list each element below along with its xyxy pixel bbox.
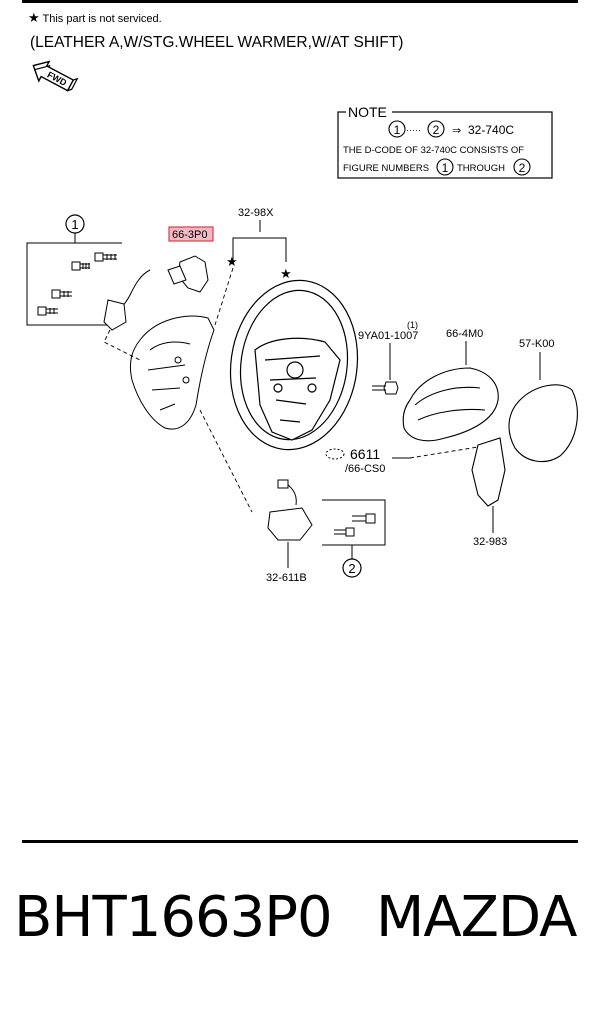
not-serviced-text: This part is not serviced. — [42, 13, 162, 25]
note-target-code: 32-740C — [468, 123, 514, 137]
label-9ya01: (1) 9YA01-1007 — [358, 320, 418, 380]
fwd-arrow-icon: FWD — [32, 60, 79, 92]
note-n1: 1 — [394, 123, 401, 137]
label-6611: 6611 /66-CS0 — [325, 446, 410, 475]
label-32-983: 32-983 — [473, 506, 507, 548]
lower-cover — [471, 437, 506, 507]
airbag-module — [402, 367, 499, 442]
note-line3-circle-2 — [513, 158, 531, 176]
clock-spring — [267, 479, 313, 541]
brand-name: MAZDA — [376, 885, 577, 950]
note-circle-1 — [388, 120, 406, 138]
label-57-k00: 57-K00 — [519, 338, 554, 380]
label-9ya01-text: 9YA01-1007 — [358, 330, 418, 342]
top-rule — [22, 0, 578, 3]
not-serviced-legend: ★ This part is not serviced. — [28, 10, 162, 26]
label-32-983-text: 32-983 — [473, 536, 507, 548]
label-66-3p0-text: 66-3P0 — [172, 229, 207, 241]
dashed-leader-spring — [199, 409, 253, 513]
label-66-4m0-text: 66-4M0 — [446, 328, 483, 340]
part-number: BHT1663P0 — [14, 885, 333, 950]
label-66-4m0: 66-4M0 — [446, 328, 483, 365]
note-line3-mid: THROUGH — [457, 163, 505, 174]
steering-wheel — [229, 279, 359, 451]
label-32-611b: 32-611B — [266, 542, 307, 584]
group-2-number: 2 — [348, 561, 355, 576]
diagram-title: (LEATHER A,W/STG.WHEEL WARMER,W/AT SHIFT… — [30, 34, 404, 51]
note-line3-prefix: FIGURE NUMBERS — [343, 163, 429, 174]
note-line3-circle-1 — [436, 158, 454, 176]
label-32-611b-text: 32-611B — [266, 572, 307, 584]
dashed-leader-wheel — [214, 267, 234, 326]
center-bolt — [372, 381, 399, 395]
label-32-98x-text: 32-98X — [238, 207, 274, 219]
group-1-screws: 1 — [26, 214, 122, 326]
star-icon-right: ★ — [280, 266, 292, 281]
note-box: NOTE 1 ····· 2 ⇒ 32-740C THE D-CODE OF 3… — [337, 104, 553, 179]
label-32-98x: 32-98X ★ ★ — [226, 207, 292, 281]
note-n2: 2 — [433, 123, 440, 137]
note-heading: NOTE — [348, 104, 387, 120]
group-1-number: 1 — [71, 217, 78, 232]
note-arrow: ⇒ — [452, 125, 461, 137]
note-sep: ····· — [406, 125, 421, 135]
label-66-3p0: 66-3P0 — [168, 226, 214, 242]
footer-rule — [22, 840, 578, 843]
note-line2: THE D-CODE OF 32-740C CONSISTS OF — [343, 145, 524, 156]
paddle-switch — [103, 255, 209, 331]
star-icon-left: ★ — [226, 254, 238, 269]
note-line3-n2: 2 — [519, 161, 526, 175]
back-cover — [129, 315, 215, 430]
footer: BHT1663P0 MAZDA — [0, 885, 600, 985]
label-6611-text: 6611 — [350, 446, 380, 462]
note-circle-2 — [427, 120, 445, 138]
label-66-cs0-text: /66-CS0 — [345, 463, 385, 475]
group-2-screws: 2 — [322, 499, 386, 578]
steering-wheel-exploded-diagram: FWD NOTE 1 ····· 2 ⇒ 32-740C THE D-CODE … — [26, 60, 578, 584]
star-icon: ★ — [28, 10, 40, 25]
label-57-k00-text: 57-K00 — [519, 338, 554, 350]
note-line3-n1: 1 — [442, 161, 449, 175]
label-9ya01-sup: (1) — [407, 320, 418, 330]
steering-cover — [508, 384, 578, 463]
